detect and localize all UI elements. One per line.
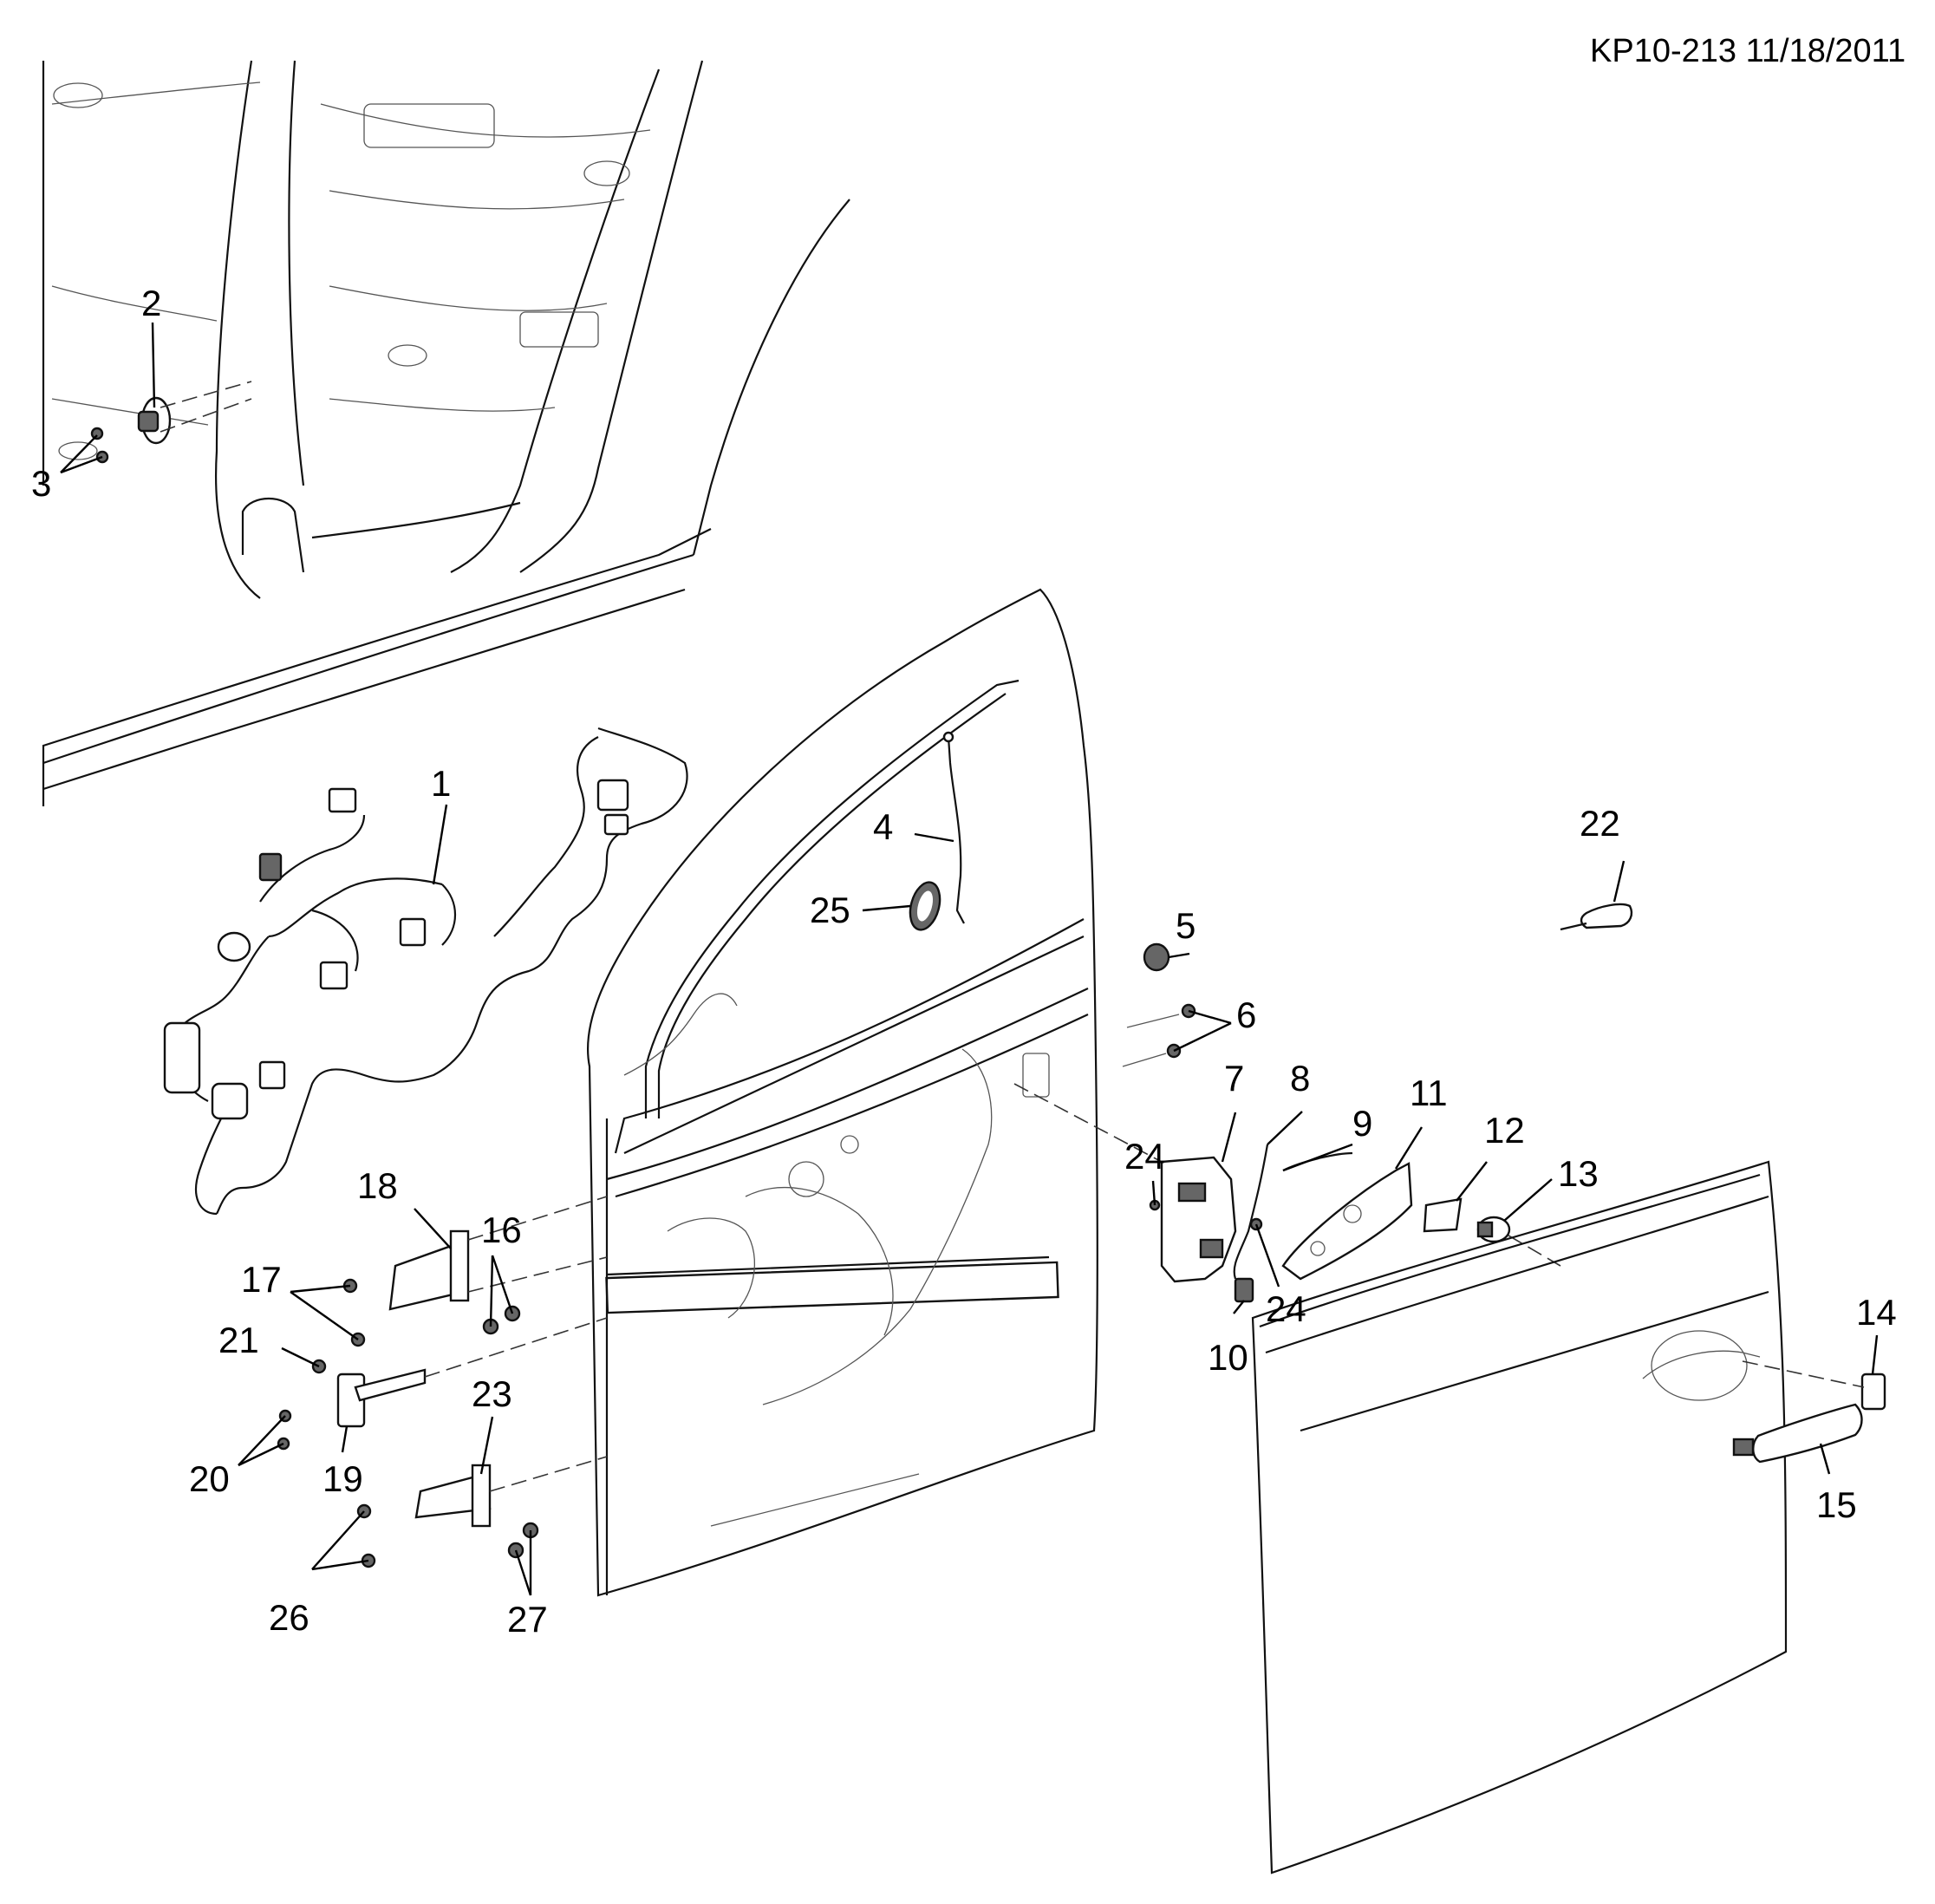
callout-25: 25 [810, 890, 850, 930]
lock-rod [942, 731, 965, 924]
callout-3: 3 [31, 463, 51, 504]
callout-6: 6 [1236, 994, 1256, 1035]
callout-19: 19 [322, 1458, 363, 1499]
figure-reference: KP10-213 11/18/2011 [1590, 33, 1906, 69]
lock-cable [1233, 1144, 1269, 1280]
callout-17: 17 [241, 1259, 282, 1300]
callout-14: 14 [1856, 1292, 1897, 1333]
callout-24-right: 24 [1266, 1288, 1306, 1329]
hinge-nuts [482, 1305, 521, 1335]
callout-8: 8 [1290, 1058, 1310, 1099]
callout-2: 2 [141, 283, 161, 323]
callout-15: 15 [1816, 1484, 1857, 1525]
handle-pad [1423, 1197, 1463, 1233]
handle-bracket [1281, 1162, 1413, 1281]
door-wiring-harness [163, 727, 688, 1216]
door-inner-panel [586, 588, 1098, 1597]
callout-1: 1 [431, 763, 451, 804]
door-striker [137, 381, 252, 445]
callout-13: 13 [1558, 1153, 1599, 1194]
remote-key [1560, 903, 1633, 931]
callout-27: 27 [507, 1599, 548, 1640]
callout-24-left: 24 [1124, 1136, 1165, 1177]
door-latch [1013, 1083, 1237, 1283]
outside-handle-rod [1282, 1151, 1353, 1171]
callout-4: 4 [873, 806, 893, 847]
leader-lines [60, 322, 1879, 1596]
check-link-bolts [277, 1409, 292, 1451]
callout-labels: 1 2 3 4 5 6 7 8 9 10 11 12 13 14 15 16 1… [31, 283, 1897, 1640]
callout-5: 5 [1176, 905, 1196, 946]
callout-7: 7 [1224, 1058, 1244, 1099]
outside-handle [1732, 1403, 1863, 1464]
callout-10: 10 [1208, 1337, 1248, 1378]
body-side-pillar [42, 60, 850, 806]
latch-motor-connector [1234, 1277, 1254, 1303]
callout-22: 22 [1580, 803, 1620, 844]
grommet [1143, 942, 1170, 972]
callout-11: 11 [1410, 1073, 1448, 1113]
door-check-link [336, 1317, 608, 1428]
callout-18: 18 [357, 1165, 398, 1206]
lock-cylinder [1476, 1216, 1561, 1267]
door-outer-panel [1251, 1160, 1788, 1875]
callout-20: 20 [189, 1458, 230, 1499]
callout-12: 12 [1484, 1110, 1525, 1151]
callout-16: 16 [481, 1210, 522, 1250]
lower-hinge [414, 1456, 608, 1528]
callout-26: 26 [269, 1597, 309, 1638]
callout-23: 23 [472, 1373, 512, 1414]
access-hole-plug [909, 881, 941, 931]
lower-hinge-nuts [507, 1522, 539, 1559]
callout-9: 9 [1352, 1103, 1372, 1144]
callout-21: 21 [218, 1320, 259, 1360]
latch-bolts [1122, 1003, 1196, 1067]
handle-cap [1742, 1360, 1886, 1411]
